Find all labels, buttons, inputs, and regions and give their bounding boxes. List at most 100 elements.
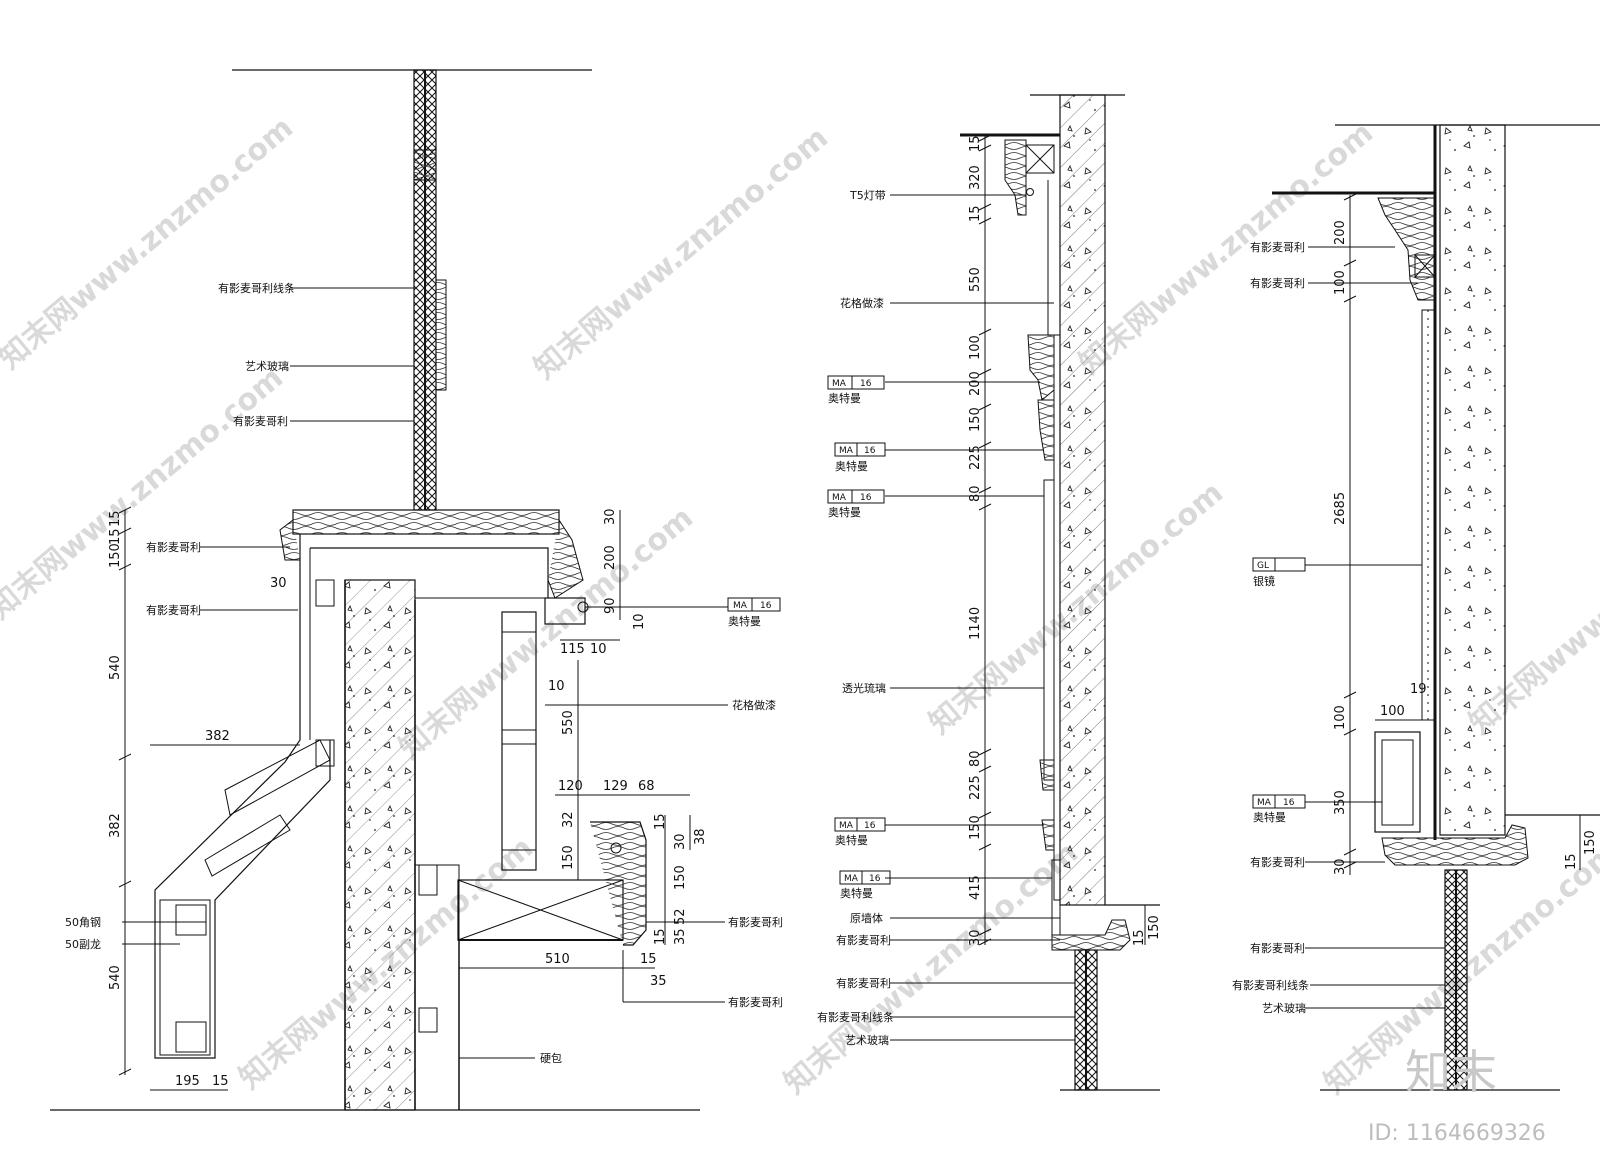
dim-text: 510 [545,952,570,967]
tag-num: 16 [860,493,872,503]
dim-text: 15 [653,928,668,945]
watermark-layer: 知末网www.znzmo.com 知末网www.znzmo.com 知末网www… [0,110,1600,1101]
label-text: 艺术玻璃 [845,1033,889,1047]
label-text: 银镜 [1253,574,1275,588]
ma-tag: MA 16 奥特曼 [834,817,886,847]
label-text: 有影麦哥利 [1250,240,1305,254]
label-text: 艺术玻璃 [245,359,289,373]
dim-text: 195 [175,1074,200,1089]
dim-text: 15 [640,952,657,967]
tag-num: 16 [1283,798,1295,808]
tag-num: 16 [860,379,872,389]
dim-text: 30 [270,576,287,591]
dim-text: 10 [590,642,607,657]
tag-code: MA [832,493,847,503]
tag-code: MA [1257,798,1272,808]
label-text: 有影麦哥利 [146,603,201,617]
label-text: 有影麦哥利 [836,976,891,990]
ma-tag: MA 16 奥特曼 [827,375,885,405]
label-text: 50角钢 [65,916,101,929]
image-id-text: ID: 1164669326 [1368,1121,1546,1146]
dim-text: 52 [673,908,688,925]
label-text: 艺术玻璃 [1262,1001,1306,1015]
label-text: 有影麦哥利线条 [1232,978,1309,992]
label-text: 有影麦哥利 [836,933,891,947]
label-text: 有影麦哥利 [146,540,201,554]
tag-code: MA [844,874,859,884]
ma-tag: MA 16 奥特曼 [839,870,891,900]
dim-text: 120 [558,779,583,794]
dim-text: 550 [561,710,576,735]
dim-text: 225 [968,775,983,800]
ma-tag: MA 16 奥特曼 [827,489,885,519]
tag-num: 16 [864,821,876,831]
label-text: 透光琉璃 [842,681,886,695]
dim-text: 100 [968,335,983,360]
dim-text: 30 [968,929,983,946]
dim-text: 150 [1147,915,1162,940]
dim-text: 115 [560,642,585,657]
dim-text: 200 [968,371,983,396]
dim-text: 2685 [1333,492,1348,525]
dim-text: 150 [561,845,576,870]
label-text: 有影麦哥利 [1250,941,1305,955]
label-text: 奥特曼 [1253,810,1286,824]
dim-text: 10 [632,613,647,630]
right-section: 200 100 2685 100 350 30 19 100 15 150 有影… [1232,124,1600,1091]
dim-text: 80 [968,750,983,767]
dim-text: 32 [561,811,576,828]
dim-text: 350 [1333,790,1348,815]
dim-text: 540 [108,655,123,680]
label-text: 奥特曼 [835,833,868,847]
dim-text: 150 [968,815,983,840]
tag-code: MA [733,601,748,611]
dim-text: 90 [603,597,618,614]
dim-text: 30 [673,833,688,850]
label-text: 有影麦哥利线条 [817,1010,894,1024]
label-text: 50副龙 [65,938,101,951]
dim-text: 100 [1333,705,1348,730]
label-text: 奥特曼 [835,459,868,473]
dim-text: 38 [693,828,708,845]
label-text: 有影麦哥利 [233,414,288,428]
dim-text: 200 [1333,220,1348,245]
dim-text: 550 [968,267,983,292]
dim-text: 200 [603,545,618,570]
dim-text: 15 [653,813,668,830]
dim-text: 68 [638,779,655,794]
dim-text: 382 [205,729,230,744]
tag-code: GL [1257,561,1269,571]
dim-text: 150 [108,543,123,568]
left-section: 15 15 150 540 382 540 382 30 195 15 30 2… [50,69,783,1111]
watermark-text: 知末网www.znzmo.com [393,500,700,766]
label-text: 有影麦哥利 [1250,855,1305,869]
label-text: 奥特曼 [828,505,861,519]
label-text: 奥特曼 [840,886,873,900]
dim-text: 15 [1564,853,1579,870]
watermark-text: 知末网www.znzmo.com [0,360,290,626]
dim-text: 35 [673,928,688,945]
tag-num: 16 [760,601,772,611]
tag-num: 16 [869,874,881,884]
dim-text: 15 [108,510,123,527]
dim-text: 10 [548,679,565,694]
dim-text: 15 [108,528,123,545]
label-text: T5灯带 [849,189,886,202]
label-text: 奥特曼 [728,614,761,628]
watermark-text: 知末网www.znzmo.com [778,835,1085,1101]
dim-text: 540 [108,965,123,990]
dim-text: 129 [603,779,628,794]
dim-text: 35 [650,974,667,989]
dim-text: 15 [968,135,983,152]
watermark-text: 知末网www.znzmo.com [0,110,300,376]
dim-text: 382 [108,813,123,838]
watermark-text: 知末网www.znzmo.com [528,120,835,386]
label-text: 有影麦哥利线条 [218,281,295,295]
label-text: 硬包 [540,1052,562,1065]
dim-text: 150 [968,407,983,432]
tag-code: MA [832,379,847,389]
tag-code: MA [839,821,854,831]
dim-text: 415 [968,875,983,900]
dim-text: 30 [603,508,618,525]
